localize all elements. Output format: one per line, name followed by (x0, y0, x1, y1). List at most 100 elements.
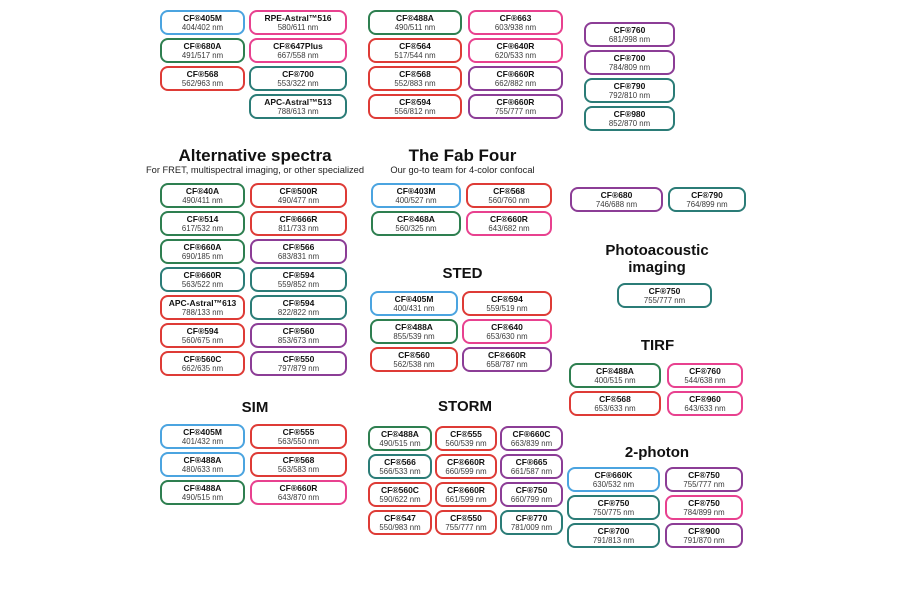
dye-name: CF®488A (396, 12, 434, 23)
dye-name: CF®790 (613, 80, 646, 91)
dye-name: CF®40A (185, 185, 220, 196)
dye-name: CF®403M (396, 185, 436, 196)
section-alternative-spectra-title: Alternative spectra (178, 146, 332, 165)
dye-name: CF®594 (282, 269, 315, 280)
dye-name: CF®980 (613, 108, 646, 119)
dye-name: CF®663 (499, 12, 532, 23)
dye-wavelengths: 603/938 nm (494, 22, 537, 32)
dye-name: CF®680 (600, 189, 633, 200)
dye-wavelengths: 853/673 nm (277, 335, 320, 345)
dye-name: CF®560 (398, 349, 430, 360)
dye-name: CF®750 (688, 469, 720, 480)
dye-wavelengths: 563/583 nm (277, 464, 320, 474)
dye-wavelengths: 788/613 nm (277, 106, 319, 116)
dye-name: CF®555 (450, 428, 482, 439)
dye-wavelengths: 490/411 nm (182, 195, 223, 205)
dye-name: CF®750 (597, 497, 630, 508)
dye-wavelengths: 560/539 nm (445, 438, 487, 448)
dye-name: APC-Astral™513 (264, 96, 332, 107)
dye-name: CF®555 (282, 426, 315, 437)
dye-wavelengths: 661/599 nm (445, 494, 487, 504)
dye-wavelengths: 661/587 nm (510, 466, 553, 476)
dye-wavelengths: 755/777 nm (643, 295, 686, 305)
dye-wavelengths: 566/533 nm (379, 466, 421, 476)
dye-name: CF®564 (399, 40, 431, 51)
dye-name: CF®566 (282, 241, 315, 252)
dye-wavelengths: 681/998 nm (608, 34, 651, 44)
dye-name: CF®665 (515, 456, 548, 467)
dye-name: CF®770 (515, 512, 548, 523)
dye-wavelengths: 852/870 nm (608, 118, 651, 128)
dye-name: APC-Astral™613 (168, 297, 237, 308)
dye-name: CF®405M (183, 12, 222, 23)
dye-wavelengths: 653/630 nm (486, 331, 528, 341)
dye-wavelengths: 490/477 nm (277, 195, 320, 205)
dye-name: CF®666R (279, 213, 318, 224)
dye-wavelengths: 667/558 nm (277, 50, 319, 60)
dye-name: CF®560C (381, 484, 419, 495)
dye-name: CF®660R (447, 456, 485, 467)
section-tirf-title: TIRF (640, 337, 675, 354)
dye-name: CF®640 (491, 321, 523, 332)
dye-wavelengths: 791/870 nm (683, 535, 725, 545)
dye-wavelengths: 660/799 nm (510, 494, 553, 504)
dye-name: CF®550 (450, 512, 482, 523)
dye-wavelengths: 792/810 nm (608, 90, 651, 100)
dye-wavelengths: 643/682 nm (488, 223, 530, 233)
dye-wavelengths: 784/809 nm (608, 62, 651, 72)
dye-wavelengths: 811/733 nm (278, 223, 319, 233)
dye-name: CF®660A (183, 241, 222, 252)
dye-wavelengths: 683/831 nm (277, 251, 320, 261)
dye-name: CF®647Plus (273, 40, 323, 51)
dye-wavelengths: 550/983 nm (379, 522, 421, 532)
dye-name: CF®680A (183, 40, 222, 51)
dye-name: CF®760 (689, 365, 721, 376)
dye-wavelengths: 690/185 nm (181, 251, 224, 261)
dye-name: CF®594 (186, 325, 219, 336)
dye-wavelengths: 755/777 nm (445, 522, 487, 532)
dye-wavelengths: 491/517 nm (181, 50, 224, 60)
dye-wavelengths: 643/633 nm (684, 403, 726, 413)
dye-wavelengths: 560/675 nm (181, 335, 224, 345)
dye-wavelengths: 764/899 nm (686, 199, 728, 209)
dye-wavelengths: 517/544 nm (394, 50, 436, 60)
